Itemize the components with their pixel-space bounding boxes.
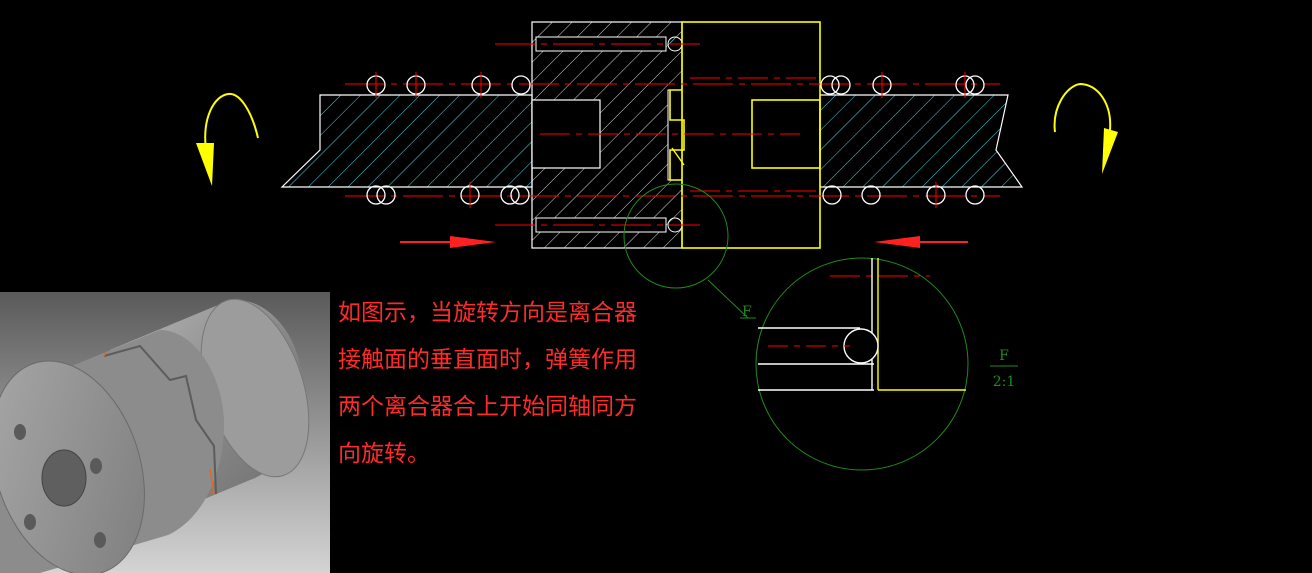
clutch-3d-render — [0, 292, 330, 573]
left-spring-top — [366, 75, 531, 95]
detail-scale-title: F — [999, 348, 1009, 364]
left-shaft — [280, 94, 533, 188]
callout-label: F — [742, 304, 752, 320]
note-text-block: 如图示，当旋转方向是离合器 接触面的垂直面时，弹簧作用 两个离合器合上开始同轴同… — [338, 300, 637, 467]
curved-arrow-down-right-icon — [1053, 82, 1118, 174]
detail-scale-ratio: 2:1 — [993, 374, 1016, 390]
note-line-4: 向旋转。 — [338, 441, 430, 467]
left-clutch-half — [531, 21, 683, 249]
push-arrow-left-icon — [874, 236, 968, 248]
push-arrow-right-icon — [400, 236, 496, 248]
detail-view — [755, 257, 969, 471]
spring-center-marks — [375, 72, 966, 208]
note-line-1: 如图示，当旋转方向是离合器 — [338, 300, 637, 326]
left-spring-bottom — [366, 185, 530, 205]
right-spring-bottom — [822, 185, 985, 205]
right-clutch-half — [669, 21, 821, 249]
curved-arrow-down-left-icon — [196, 92, 259, 186]
note-line-2: 接触面的垂直面时，弹簧作用 — [338, 347, 637, 373]
right-spring-top — [820, 75, 985, 95]
note-line-3: 两个离合器合上开始同轴同方 — [338, 394, 637, 420]
right-shaft — [819, 94, 1024, 188]
detail-callout — [623, 183, 756, 319]
